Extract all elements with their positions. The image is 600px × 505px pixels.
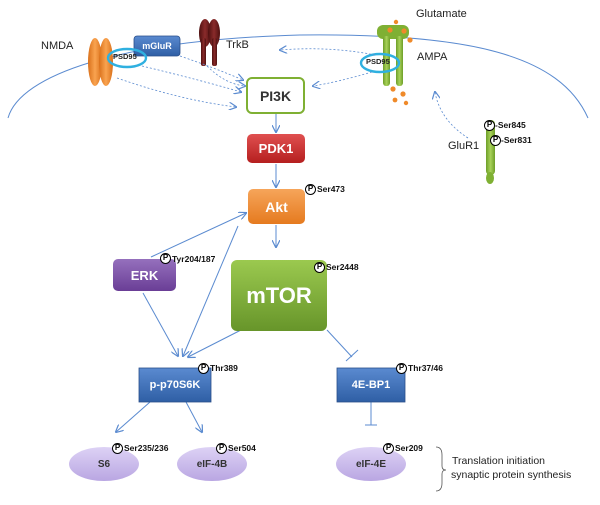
phospho-circle-p70s6k: P xyxy=(198,363,209,374)
pathway-arrows xyxy=(116,114,276,432)
phospho-circle-erk: P xyxy=(160,253,171,264)
bp1-label: 4E-BP1 xyxy=(351,379,391,391)
eif4b-ellipse xyxy=(177,447,247,481)
pi3k-label: PI3K xyxy=(259,87,292,104)
p70s6k-phospho-label: Thr389 xyxy=(210,363,238,373)
cell-membrane xyxy=(7,34,589,119)
mglur-label: mGluR xyxy=(142,41,172,51)
phospho-circle-bp1: P xyxy=(396,363,407,374)
phospho-circle-ser845: P xyxy=(484,120,495,131)
pdk1-box xyxy=(247,134,305,163)
psd95-ring-left xyxy=(106,47,148,69)
s6-label: S6 xyxy=(97,458,111,470)
inhibition-lines xyxy=(326,329,377,426)
psd95-right-label: PSD95 xyxy=(366,57,390,66)
mtor-phospho-label: Ser2448 xyxy=(326,262,359,272)
erk-box xyxy=(113,259,176,291)
s6-phospho-label: Ser235/236 xyxy=(124,443,169,453)
nmda-receptor-shape xyxy=(88,38,113,86)
annotation-bracket xyxy=(435,446,447,492)
trkb-receptor-shape xyxy=(199,19,220,66)
eif4b-phospho-label: Ser504 xyxy=(228,443,256,453)
s6-ellipse xyxy=(69,447,139,481)
trkb-label: TrkB xyxy=(226,39,249,51)
phospho-circle-akt: P xyxy=(305,184,316,195)
pdk1-label: PDK1 xyxy=(258,141,294,156)
p70s6k-box xyxy=(138,367,212,403)
p70s6k-label: p-p70S6K xyxy=(149,379,201,391)
glur1-receptor-shape xyxy=(486,120,495,184)
bp1-phospho-label: Thr37/46 xyxy=(408,363,443,373)
akt-box xyxy=(248,189,305,224)
receptor-arrows xyxy=(116,49,469,139)
annotation-line-1: Translation initiation xyxy=(452,455,545,467)
phospho-circle-s6: P xyxy=(112,443,123,454)
ampa-receptor-shape xyxy=(377,25,409,86)
nmda-label: NMDA xyxy=(41,40,74,52)
akt-label: Akt xyxy=(265,198,288,215)
eif4e-label: eIF-4E xyxy=(355,458,386,470)
glutamate-label: Glutamate xyxy=(416,8,467,20)
ser845-label: -Ser845 xyxy=(495,120,526,130)
phospho-circle-eif4b: P xyxy=(216,443,227,454)
pi3k-box xyxy=(246,77,305,114)
psd95-ring-right xyxy=(359,52,401,74)
mtor-label: mTOR xyxy=(246,282,312,308)
eif4b-label: eIF-4B xyxy=(196,458,228,470)
phospho-circle-ser831: P xyxy=(490,135,501,146)
akt-phospho-label: Ser473 xyxy=(317,184,345,194)
phospho-circle-eif4e: P xyxy=(383,443,394,454)
phospho-circle-mtor: P xyxy=(314,262,325,273)
erk-label: ERK xyxy=(130,267,159,283)
ser831-label: -Ser831 xyxy=(501,135,532,145)
psd95-left-label: PSD95 xyxy=(113,52,137,61)
erk-phospho-label: Tyr204/187 xyxy=(172,254,216,264)
mtor-box xyxy=(231,260,327,331)
glutamate-dots xyxy=(387,19,413,106)
bp1-box xyxy=(336,367,406,403)
ampa-label: AMPA xyxy=(417,51,448,63)
mglur-receptor-shape xyxy=(133,35,181,57)
glur1-label: GluR1 xyxy=(448,140,480,152)
eif4e-phospho-label: Ser209 xyxy=(395,443,423,453)
annotation-line-2: synaptic protein synthesis xyxy=(451,469,572,481)
eif4e-ellipse xyxy=(336,447,406,481)
